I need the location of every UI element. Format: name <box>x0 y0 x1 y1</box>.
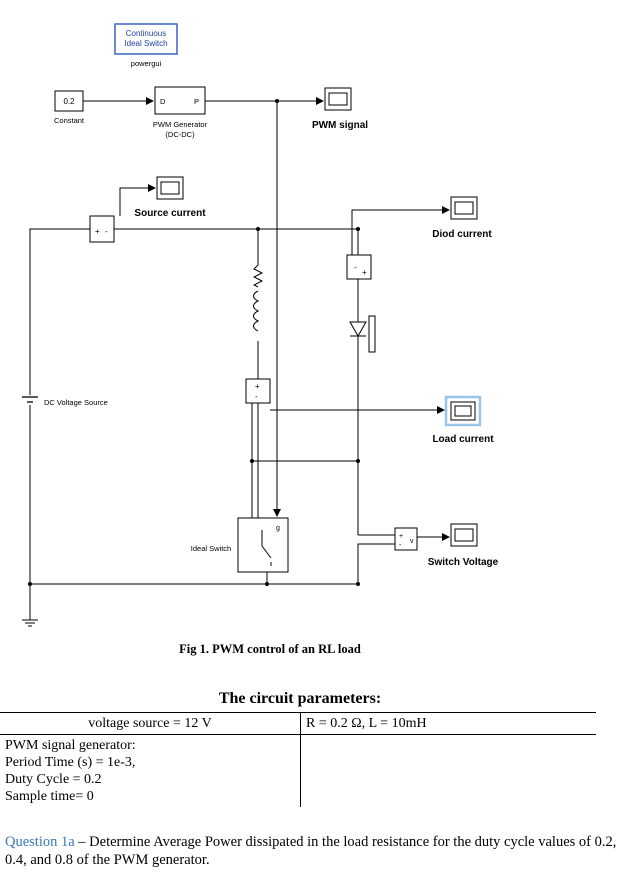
ideal-switch-block[interactable]: g Ideal Switch <box>191 517 289 573</box>
pwm-port-in: D <box>160 97 166 106</box>
load-current-label: Load current <box>432 434 494 445</box>
diode-element[interactable] <box>349 315 376 353</box>
source-current-measurement[interactable]: + - <box>89 215 115 243</box>
parameters-table: voltage source = 12 V R = 0.2 Ω, L = 10m… <box>0 712 596 807</box>
load-current-scope[interactable]: Load current <box>432 395 494 445</box>
vm-minus: - <box>399 542 402 549</box>
switch-voltage-scope[interactable]: Switch Voltage <box>428 523 499 568</box>
lcm-plus: + <box>255 382 260 391</box>
load-current-measurement[interactable]: + - <box>245 378 271 404</box>
diode-current-scope[interactable]: Diod current <box>432 196 492 240</box>
pwm-port-out: P <box>194 97 199 106</box>
circuit-diagram: Continuous Ideal Switch powergui 0.2 Con… <box>22 23 499 627</box>
source-current-scope[interactable]: Source current <box>134 176 206 219</box>
lcm-minus: - <box>255 392 258 401</box>
dc-source-label: DC Voltage Source <box>44 398 108 407</box>
scm-plus: + <box>95 227 100 236</box>
constant-block[interactable]: 0.2 Constant <box>54 90 85 125</box>
scm-minus: - <box>105 227 108 236</box>
switch-gate-port: g <box>276 525 280 532</box>
source-current-label: Source current <box>134 208 206 219</box>
dcm-minus: - <box>354 263 357 272</box>
dc-voltage-source[interactable]: DC Voltage Source <box>22 396 108 407</box>
constant-label: Constant <box>54 116 85 125</box>
diode-current-measurement[interactable]: - + <box>346 254 372 280</box>
question-text: Question 1a – Determine Average Power di… <box>5 833 617 869</box>
ideal-switch-label: Ideal Switch <box>191 544 231 553</box>
vm-v-label: v <box>410 538 414 545</box>
pwm-signal-scope[interactable]: PWM signal <box>312 87 368 131</box>
junction-dots <box>28 99 360 586</box>
question-body: – Determine Average Power dissipated in … <box>5 834 617 868</box>
rl-cell: R = 0.2 Ω, L = 10mH <box>300 712 596 735</box>
powergui-label: powergui <box>131 59 162 68</box>
pwm-label-line2: (DC-DC) <box>165 130 195 139</box>
voltage-measurement[interactable]: + - v <box>394 527 418 551</box>
empty-cell <box>300 734 596 807</box>
pwm-duty: Duty Cycle = 0.2 <box>5 772 102 787</box>
pwm-params-cell: PWM signal generator: Period Time (s) = … <box>0 735 301 808</box>
powergui-line1: Continuous <box>126 29 166 38</box>
pwm-scope-label: PWM signal <box>312 120 368 131</box>
ground-symbol <box>22 612 38 627</box>
pwm-label-line1: PWM Generator <box>153 120 208 129</box>
vm-plus: + <box>399 533 403 540</box>
powergui-line2: Ideal Switch <box>124 39 167 48</box>
pwm-generator-block[interactable]: D P PWM Generator (DC-DC) <box>153 86 208 139</box>
question-label: Question 1a <box>5 834 75 850</box>
pwm-period: Period Time (s) = 1e-3, <box>5 755 136 770</box>
diode-current-label: Diod current <box>432 229 492 240</box>
constant-value: 0.2 <box>63 97 75 106</box>
pwm-title: PWM signal generator: <box>5 738 136 753</box>
switch-voltage-label: Switch Voltage <box>428 557 499 568</box>
figure-caption: Fig 1. PWM control of an RL load <box>179 642 361 656</box>
voltage-source-cell: voltage source = 12 V <box>0 712 301 735</box>
pwm-sample: Sample time= 0 <box>5 789 94 804</box>
parameters-title: The circuit parameters: <box>218 690 382 707</box>
rl-load-element[interactable] <box>252 264 264 332</box>
powergui-block[interactable]: Continuous Ideal Switch powergui <box>114 23 178 68</box>
dcm-plus: + <box>362 268 367 277</box>
